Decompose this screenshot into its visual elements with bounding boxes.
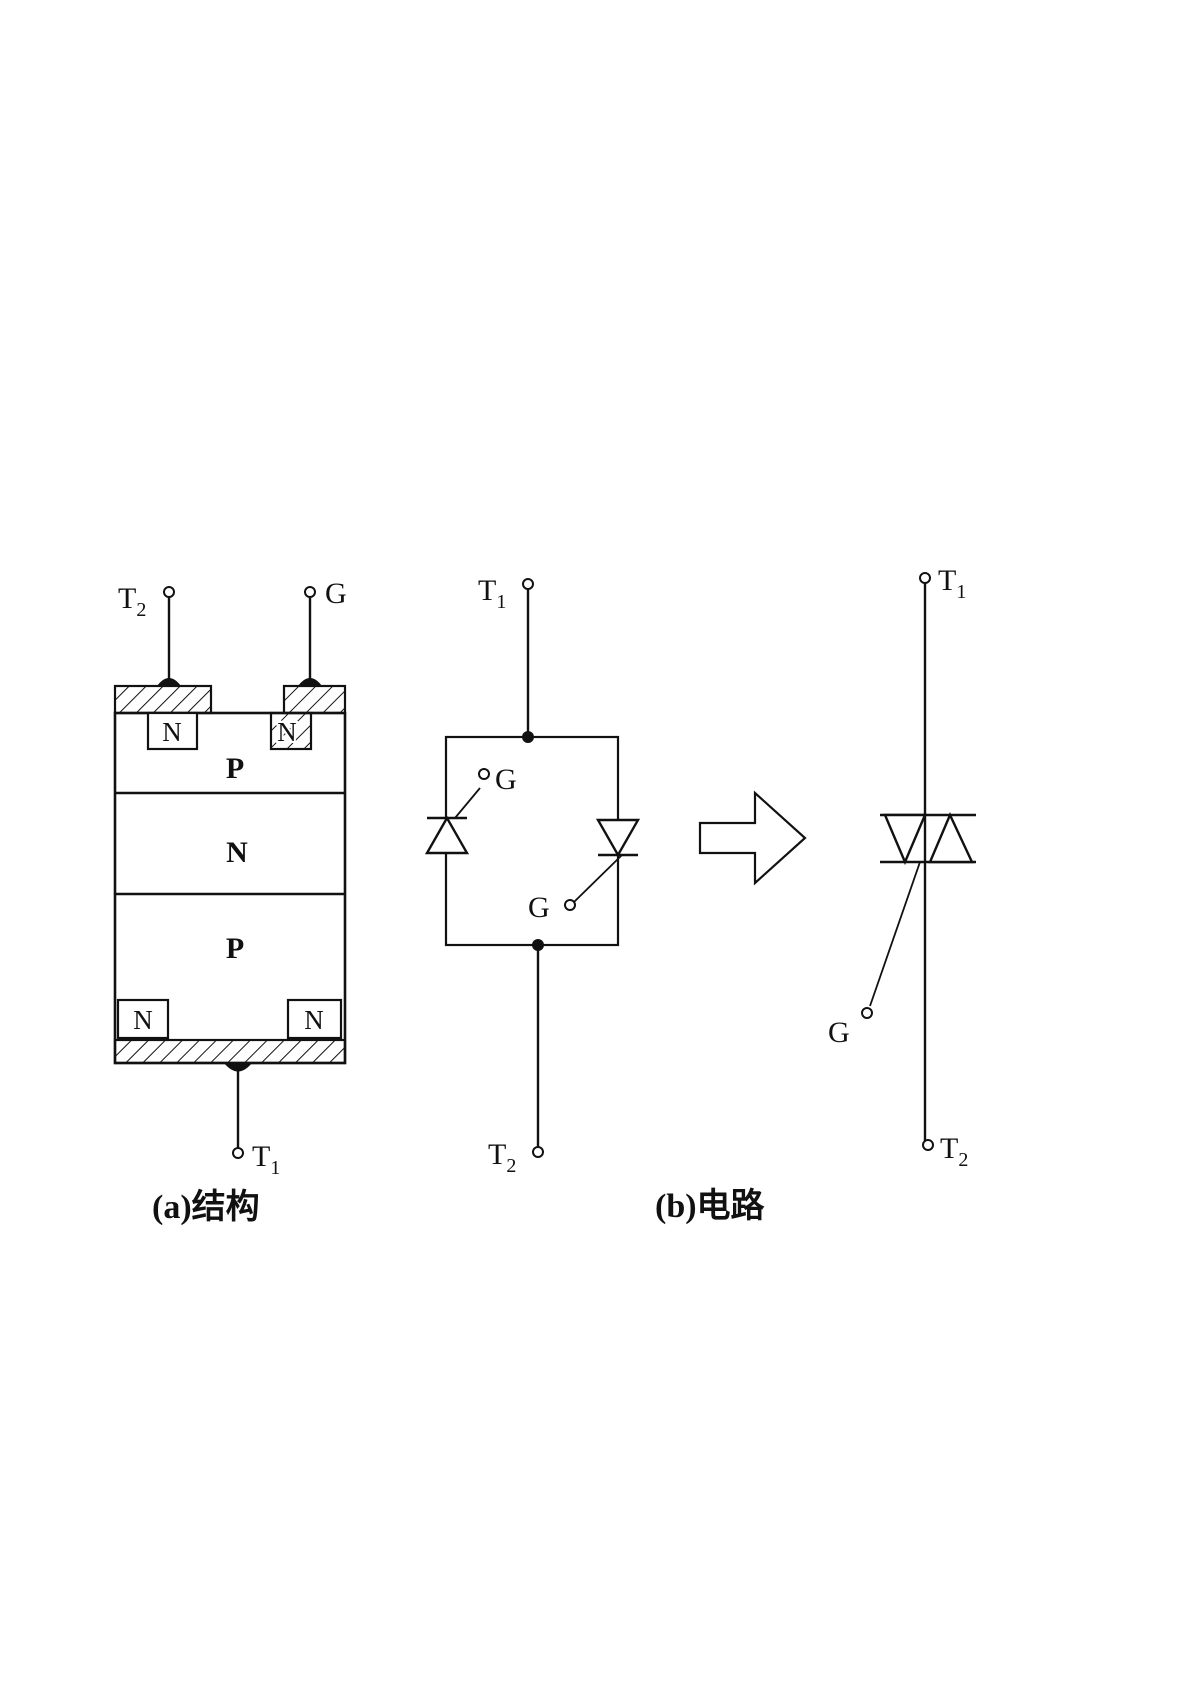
structure-terminal-bottom: T1 <box>224 1063 280 1179</box>
circuit-gate-left-label: G <box>495 763 517 796</box>
circuit-terminal-bottom-node <box>533 1147 543 1157</box>
structure-terminal-top-left: T2 <box>118 582 181 686</box>
symbol-gate-label: G <box>828 1016 850 1049</box>
circuit-diagram: T1 T2 G G (b)电路 <box>427 574 805 1225</box>
structure-terminal-gate: G <box>298 577 347 686</box>
top-left-metal-contact <box>115 686 211 713</box>
symbol-terminal-top-label: T1 <box>938 564 966 603</box>
circuit-terminal-top-node <box>523 579 533 589</box>
symbol-terminal-bottom-node <box>923 1140 933 1150</box>
structure-diagram: T2 G N N P N P N N <box>115 577 347 1226</box>
structure-caption: (a)结构 <box>152 1188 260 1226</box>
circuit-terminal-top-label: T1 <box>478 574 506 613</box>
top-n-region-right-label: N <box>277 717 297 747</box>
bottom-n-region-left-label: N <box>133 1005 153 1035</box>
right-thyristor-symbol: G <box>528 820 638 924</box>
structure-gate-label: G <box>325 577 347 610</box>
layer-n-middle-label: N <box>226 836 248 869</box>
top-right-metal-contact <box>284 686 345 713</box>
top-n-region-left-label: N <box>162 717 182 747</box>
structure-terminal-bottom-label: T1 <box>252 1140 280 1179</box>
bottom-metal-contact <box>115 1040 345 1063</box>
circuit-gate-right-label: G <box>528 891 550 924</box>
circuit-terminal-bottom-label: T2 <box>488 1138 516 1177</box>
structure-terminal-top-left-label: T2 <box>118 582 146 621</box>
symbol-terminal-bottom-label: T2 <box>940 1132 968 1171</box>
layer-p-bottom-label: P <box>226 932 244 965</box>
triac-symbol: T1 T2 G <box>828 564 976 1171</box>
symbol-terminal-top-node <box>920 573 930 583</box>
bottom-n-region-right-label: N <box>304 1005 324 1035</box>
circuit-caption: (b)电路 <box>655 1187 766 1225</box>
left-thyristor-symbol: G <box>427 763 517 853</box>
layer-p-top-label: P <box>226 752 244 785</box>
equivalence-arrow <box>700 793 805 883</box>
